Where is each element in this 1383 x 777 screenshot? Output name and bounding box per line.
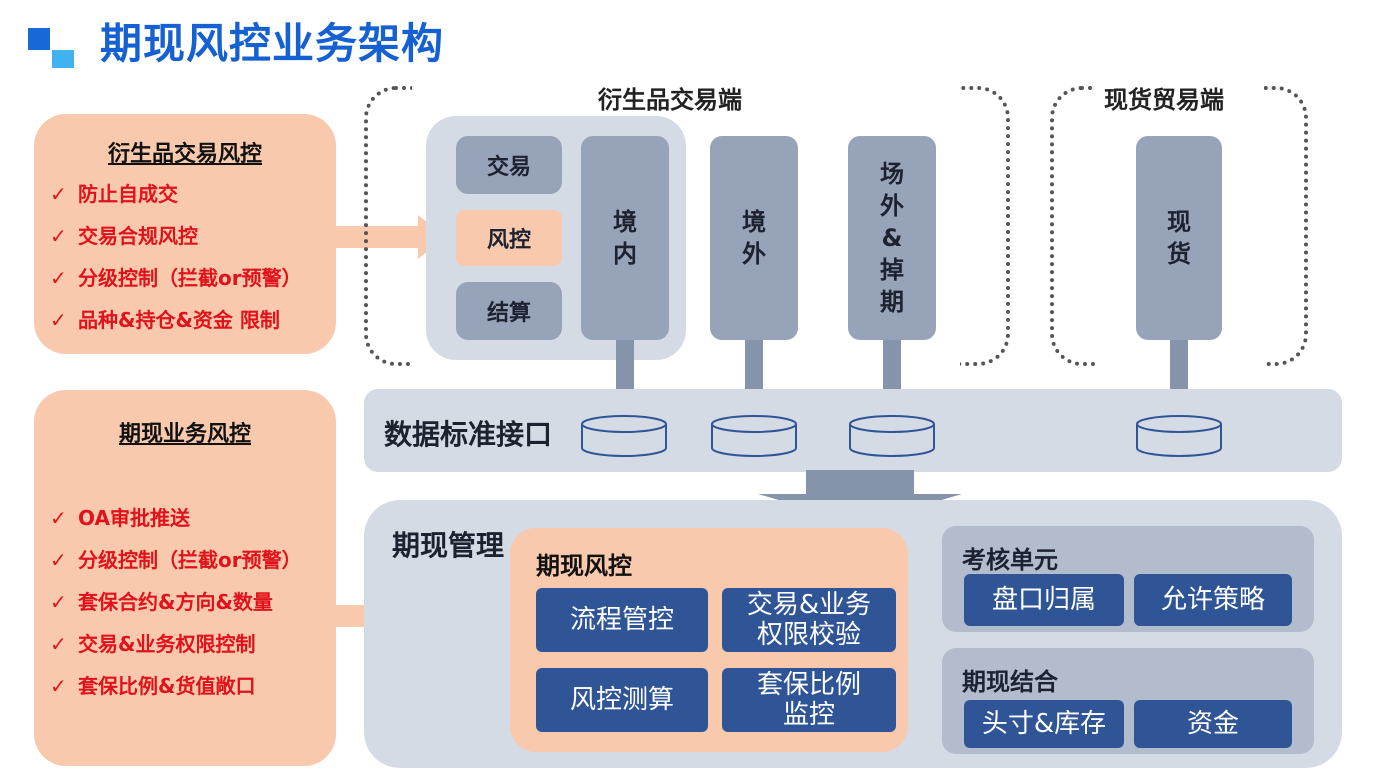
database-icon: [849, 415, 935, 457]
risk-item: ✓ 防止自成交: [50, 178, 178, 207]
allowed-strategy-button: 允许策略: [1134, 574, 1292, 626]
spot-end-title: 现货贸易端: [1104, 86, 1224, 114]
spot-column: 现货: [1136, 136, 1222, 340]
assessment-unit-title: 考核单元: [962, 546, 1058, 574]
permission-check-button: 交易&业务权限校验: [722, 588, 896, 652]
hedge-ratio-monitor-button: 套保比例监控: [722, 668, 896, 732]
risk-item-label: 套保比例&货值敞口: [78, 674, 256, 698]
overseas-flow-arrow: [745, 340, 763, 396]
logo-accent-icon: [52, 50, 74, 68]
risk-item-label: 分级控制（拦截or预警）: [78, 266, 302, 290]
otc-flow-arrow: [883, 340, 901, 396]
risk-item-label: 防止自成交: [78, 182, 178, 206]
derivative-risk-panel: 衍生品交易风控 ✓ 防止自成交 ✓ 交易合规风控 ✓ 分级控制（拦截or预警） ✓ 品种…: [34, 114, 336, 354]
check-icon: ✓: [50, 674, 67, 698]
trade-module: 交易: [456, 136, 562, 194]
database-icon: [581, 415, 667, 457]
spot-flow-arrow: [1170, 340, 1188, 396]
overseas-column: 境外: [710, 136, 798, 340]
business-risk-panel: 期现业务风控 ✓ OA审批推送 ✓ 分级控制（拦截or预警） ✓ 套保合约&方向&数量…: [34, 390, 336, 766]
risk-item: ✓ 分级控制（拦截or预警）: [50, 544, 302, 573]
domestic-column: 境内: [581, 136, 669, 340]
risk-item: ✓ 交易&业务权限控制: [50, 628, 255, 657]
derivative-end-bottom-gap: [412, 356, 960, 372]
risk-item: ✓ 套保比例&货值敞口: [50, 670, 255, 699]
process-control-button: 流程管控: [536, 588, 708, 652]
check-icon: ✓: [50, 632, 67, 656]
otc-swap-column: 场外&掉期: [848, 136, 936, 340]
derivative-end-title: 衍生品交易端: [598, 86, 742, 114]
check-icon: ✓: [50, 590, 67, 614]
check-icon: ✓: [50, 548, 67, 572]
risk-item: ✓ 品种&持仓&资金 限制: [50, 304, 280, 333]
risk-item: ✓ 套保合约&方向&数量: [50, 586, 273, 615]
risk-item-label: 品种&持仓&资金 限制: [78, 308, 280, 332]
derivative-risk-title: 衍生品交易风控: [107, 142, 262, 167]
page-title: 期现风控业务架构: [100, 19, 445, 68]
derivative-risk-arrow: [336, 226, 420, 248]
risk-item: ✓ 分级控制（拦截or预警）: [50, 262, 302, 291]
check-icon: ✓: [50, 308, 67, 332]
derivative-end-title-gap: [412, 80, 960, 96]
database-icon: [711, 415, 797, 457]
settlement-module: 结算: [456, 282, 562, 340]
position-attribution-button: 盘口归属: [964, 574, 1124, 626]
business-risk-title: 期现业务风控: [118, 422, 251, 447]
risk-item-label: 分级控制（拦截or预警）: [78, 548, 302, 572]
risk-calculation-button: 风控测算: [536, 668, 708, 732]
data-interface-label: 数据标准接口: [384, 418, 553, 451]
domestic-flow-arrow: [616, 340, 634, 396]
risk-item-label: 交易&业务权限控制: [78, 632, 256, 656]
logo-square-icon: [28, 28, 50, 50]
risk-item-label: OA审批推送: [78, 506, 190, 530]
position-inventory-button: 头寸&库存: [964, 700, 1124, 748]
funds-button: 资金: [1134, 700, 1292, 748]
check-icon: ✓: [50, 182, 67, 206]
check-icon: ✓: [50, 266, 67, 290]
risk-item: ✓ OA审批推送: [50, 502, 190, 531]
spot-futures-title: 期现结合: [962, 668, 1058, 696]
check-icon: ✓: [50, 224, 67, 248]
risk-item-label: 交易合规风控: [78, 224, 198, 248]
management-label: 期现管理: [392, 529, 505, 562]
risk-item-label: 套保合约&方向&数量: [78, 590, 273, 614]
risk-control-title: 期现风控: [536, 552, 632, 580]
risk-module: 风控: [456, 210, 562, 266]
check-icon: ✓: [50, 506, 67, 530]
database-icon: [1136, 415, 1222, 457]
risk-item: ✓ 交易合规风控: [50, 220, 198, 249]
aggregate-down-arrow-icon: [758, 470, 962, 524]
spot-end-title-gap: [1096, 80, 1264, 96]
